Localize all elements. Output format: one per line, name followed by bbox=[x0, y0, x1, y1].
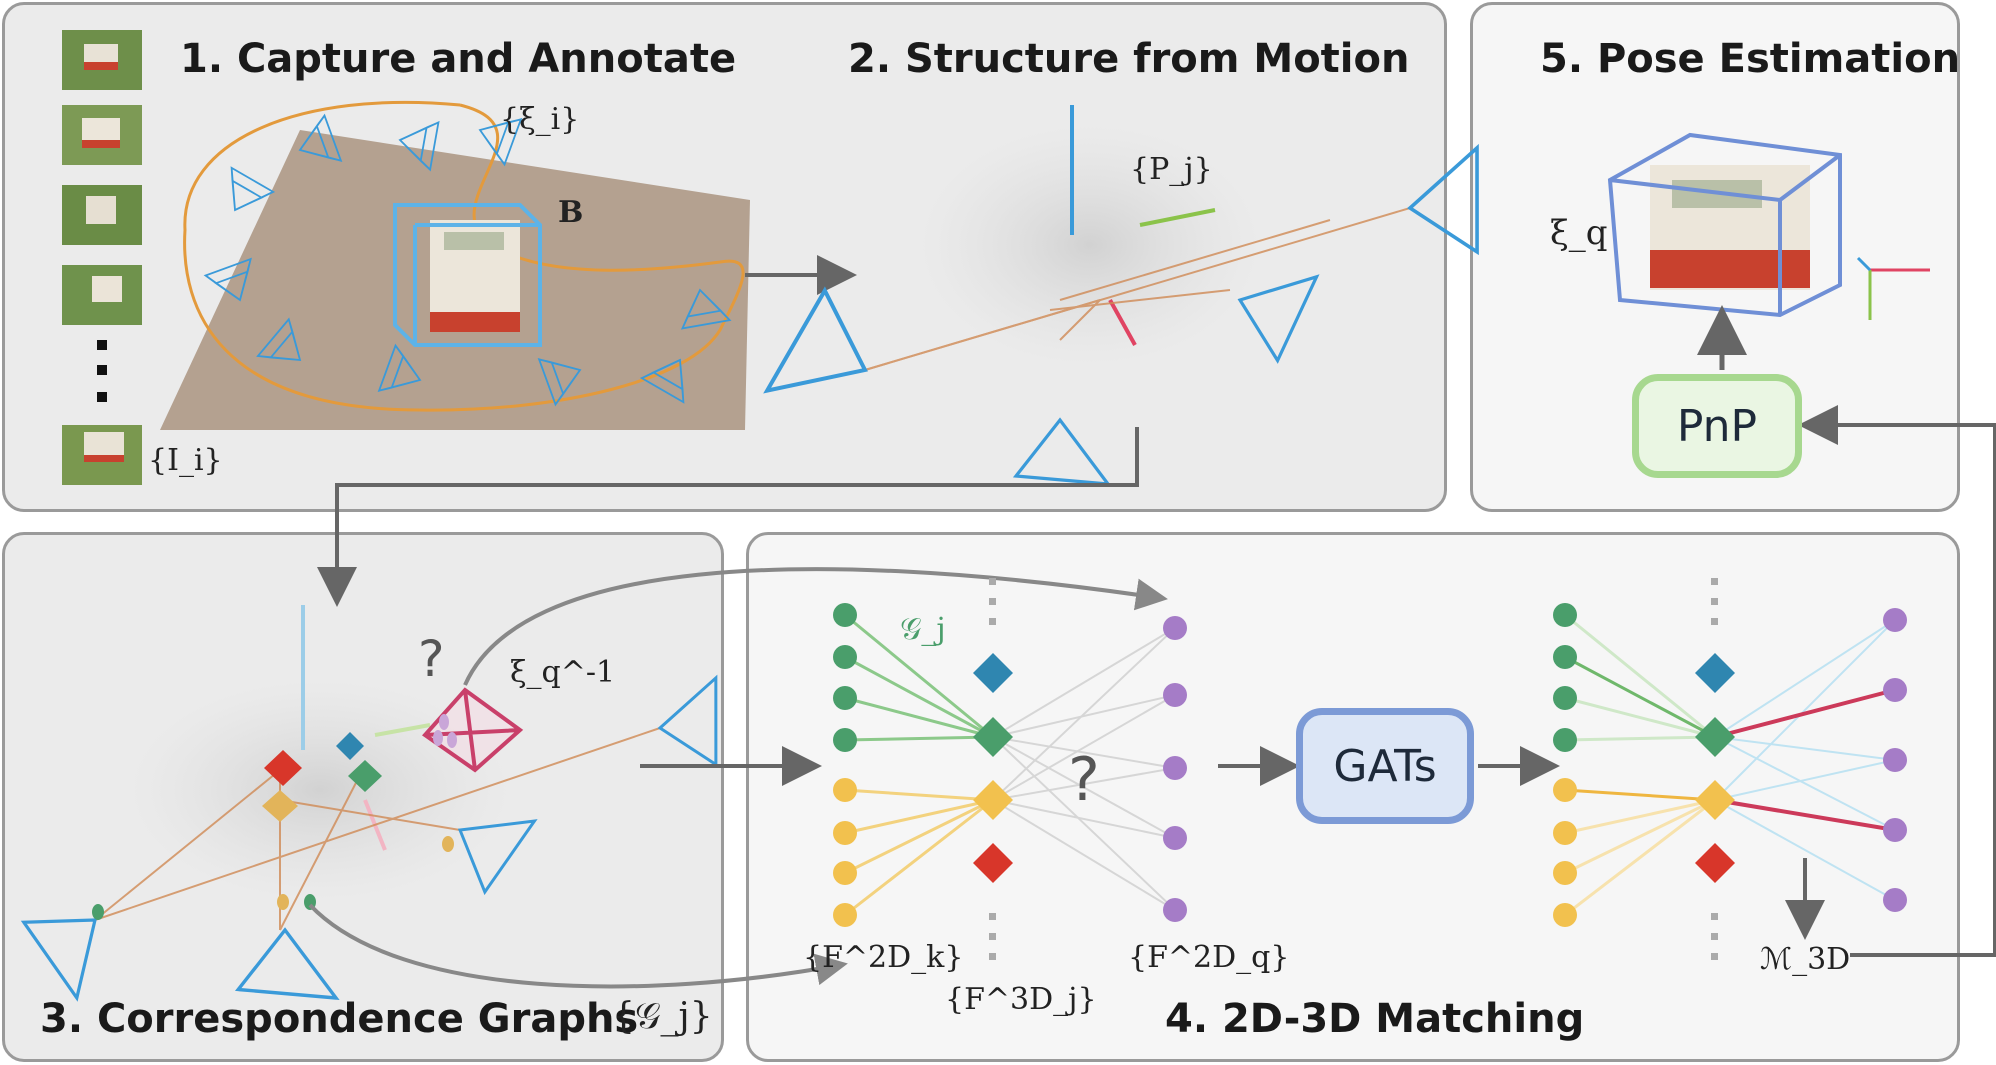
title-structure-from-motion: 2. Structure from Motion bbox=[848, 36, 1410, 82]
right-graph-yellow-nodes bbox=[1553, 778, 1577, 927]
title-pose-estimation: 5. Pose Estimation bbox=[1540, 36, 1961, 82]
sfm-rays bbox=[864, 207, 1411, 371]
keypoints-to-f2dk-curve bbox=[308, 903, 848, 989]
label-bbox: B bbox=[558, 195, 584, 230]
pose-object bbox=[1607, 132, 1842, 318]
left-graph-green-nodes bbox=[833, 603, 857, 752]
right-graph-green-nodes bbox=[1553, 603, 1577, 752]
bounding-box-object bbox=[393, 203, 542, 347]
label-graph-single: 𝒢_j bbox=[900, 612, 946, 647]
corr-y-axis bbox=[374, 723, 431, 737]
right-graph-strong-green-edge bbox=[1564, 655, 1716, 739]
left-graph-diamonds bbox=[973, 653, 1013, 883]
title-2d3d-matching: 4. 2D-3D Matching bbox=[1165, 996, 1585, 1042]
title-correspondence-graphs: 3. Correspondence Graphs bbox=[40, 996, 639, 1042]
sfm-x-axis bbox=[1108, 299, 1137, 346]
query-to-matching-curve bbox=[463, 567, 1168, 686]
label-f3d-j: {F^3D_j} bbox=[945, 982, 1097, 1017]
left-graph-query-nodes bbox=[1163, 616, 1187, 922]
matches-to-pnp-arrow bbox=[1798, 405, 1996, 957]
image-thumbnails bbox=[62, 30, 142, 485]
label-f2d-k: {F^2D_k} bbox=[803, 940, 964, 975]
right-graph-diamonds bbox=[1695, 653, 1735, 883]
right-graph-faint-edges bbox=[1714, 619, 1896, 901]
pnp-box: PnP bbox=[1632, 374, 1802, 478]
label-images: {I_i} bbox=[148, 443, 223, 478]
label-xi-q: ξ_q bbox=[1550, 213, 1608, 253]
left-graph-green-edges bbox=[844, 613, 994, 742]
title-capture-annotate: 1. Capture and Annotate bbox=[180, 36, 737, 82]
left-graph-gray-edges bbox=[992, 627, 1176, 911]
question-mark-query: ? bbox=[418, 630, 445, 688]
corr-point-cloud bbox=[130, 680, 510, 900]
label-graphs: {𝒢_j} bbox=[612, 996, 713, 1037]
right-graph-strong-yellow-edge bbox=[1564, 788, 1716, 802]
query-camera bbox=[422, 687, 524, 773]
right-graph-yellow-edges bbox=[1564, 798, 1716, 917]
left-graph-yellow-nodes bbox=[833, 778, 857, 927]
label-poses: {ξ_i} bbox=[500, 102, 580, 137]
right-graph-green-edges bbox=[1564, 613, 1716, 742]
right-graph-match-edges bbox=[1714, 688, 1896, 832]
corr-rays bbox=[94, 727, 661, 931]
left-graph-yellow-edges bbox=[844, 788, 994, 917]
label-points3d: {P_j} bbox=[1130, 152, 1213, 187]
question-mark-matching: ? bbox=[1068, 745, 1100, 815]
sfm-y-axis bbox=[1139, 208, 1216, 227]
corr-diamonds bbox=[262, 732, 382, 822]
right-graph-query-nodes bbox=[1883, 608, 1907, 912]
right-graph-dots bbox=[1711, 578, 1718, 960]
label-matches: ℳ_3D bbox=[1760, 942, 1851, 977]
gats-box: GATs bbox=[1296, 708, 1474, 824]
label-f2d-q: {F^2D_q} bbox=[1128, 940, 1290, 975]
sfm-point-cloud bbox=[920, 125, 1260, 365]
query-keypoints bbox=[433, 714, 457, 748]
left-graph-dots bbox=[989, 578, 996, 960]
panel2-to-panel3-arrow bbox=[317, 427, 1139, 607]
pose-axes bbox=[1856, 256, 1930, 320]
label-xi-q-inv: ξ_q^-1 bbox=[510, 655, 616, 690]
